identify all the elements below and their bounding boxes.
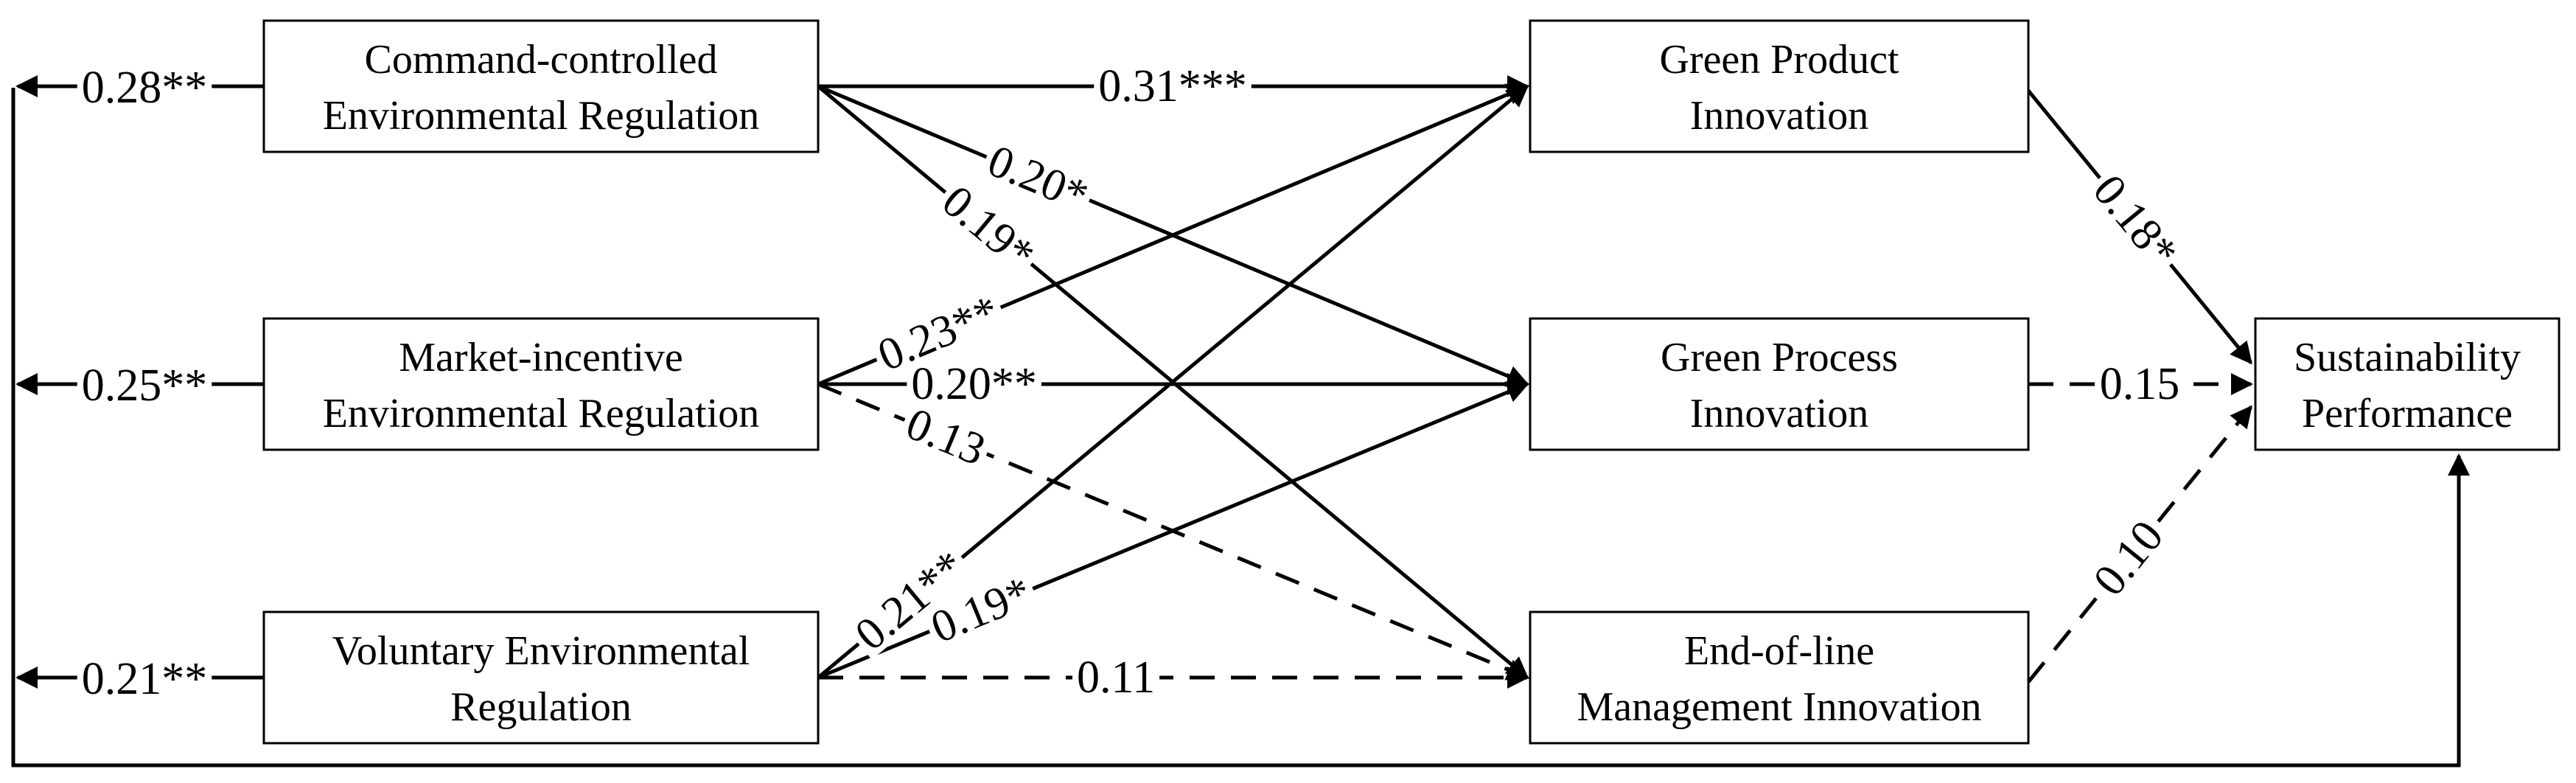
node-label-sp-1: Performance [2302, 391, 2513, 436]
edge-label-emi-sp: 0.10 [2084, 512, 2173, 605]
edge-label-bg-mer-emi [896, 402, 994, 473]
edge-label-bg-emi-sp [2085, 511, 2173, 606]
edge-label-mer-gpr: 0.20** [911, 359, 1037, 409]
edge-label-gpr-sp: 0.15 [2100, 359, 2180, 409]
node-label-gpi-0: Green Product [1659, 37, 1899, 83]
edge-label-group-mer-gpr: 0.20** [907, 359, 1041, 409]
node-box-cer [262, 19, 820, 153]
edge-label-ver-direct: 0.21** [82, 654, 208, 704]
edge-label-bg-mer-direct [77, 366, 212, 406]
edge-label-bg-ver-gpr [922, 571, 1041, 651]
node-label-gpi-1: Innovation [1690, 93, 1869, 139]
edge-label-mer-direct: 0.25** [82, 361, 208, 411]
node-label-gpr-1: Innovation [1690, 391, 1869, 436]
edge-label-bg-cer-direct [77, 69, 212, 108]
edge-label-bg-cer-gpr [978, 139, 1097, 220]
edge-label-group-gpr-sp: 0.15 [2095, 359, 2185, 409]
edge-label-group-cer-gpi: 0.31*** [1094, 61, 1252, 111]
edge-label-bg-mer-gpi [869, 290, 1009, 379]
edge-label-bg-ver-emi [1072, 658, 1160, 698]
node-box-gpi [1529, 19, 2030, 153]
edge-label-group-gpi-sp: 0.18* [2083, 166, 2187, 278]
edge-label-bg-cer-emi [932, 178, 1044, 280]
node-label-mer-0: Market-incentive [399, 335, 683, 380]
node-box-gpr [1529, 317, 2030, 451]
edge-label-bg-ver-gpi [846, 543, 976, 660]
node-box-mer [262, 317, 820, 451]
node-label-gpr-0: Green Process [1661, 335, 1898, 380]
node-label-sp-0: Sustainability [2294, 335, 2521, 380]
node-label-emi-1: Management Innovation [1577, 684, 1982, 730]
edge-label-bg-ver-direct [77, 660, 212, 700]
edge-label-ver-emi: 0.11 [1077, 652, 1155, 703]
node-box-ver [262, 610, 820, 745]
edge-label-group-ver-emi: 0.11 [1072, 652, 1160, 703]
edge-label-cer-direct: 0.28** [82, 63, 208, 113]
node-box-emi [1529, 610, 2030, 745]
edge-label-bg-gpi-sp [2084, 166, 2186, 278]
node-label-ver-1: Regulation [450, 684, 632, 730]
edge-label-bg-gpr-sp [2095, 365, 2185, 405]
edge-label-bg-mer-gpr [907, 365, 1041, 405]
edge-label-group-emi-sp: 0.10 [2084, 511, 2173, 606]
node-box-sp [2254, 317, 2561, 451]
node-label-cer-0: Command-controlled [364, 37, 717, 83]
edge-label-bg-cer-gpi [1094, 67, 1252, 107]
node-label-ver-0: Voluntary Environmental [332, 628, 750, 674]
edge-label-cer-gpi: 0.31*** [1098, 61, 1247, 111]
node-label-mer-1: Environmental Regulation [323, 391, 760, 436]
direct-effect-rail [11, 88, 2470, 768]
node-label-emi-0: End-of-line [1684, 628, 1874, 674]
node-label-cer-1: Environmental Regulation [323, 93, 760, 139]
